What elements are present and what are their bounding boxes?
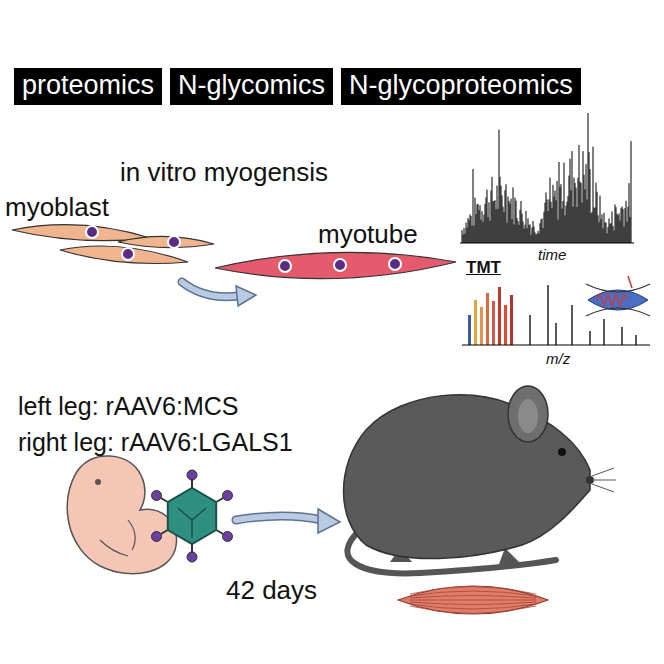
- process-label: in vitro myogensis: [120, 158, 328, 188]
- cell-label: myotube: [318, 220, 418, 250]
- aav-capsid: [151, 470, 232, 562]
- embryo: [67, 456, 176, 574]
- spectrum-axis: [462, 345, 650, 346]
- myoblast-cells: [12, 225, 214, 264]
- method-label: N-glycoproteomics: [349, 70, 573, 100]
- orbitrap-symbol: [586, 276, 650, 316]
- treatment-label: left leg: rAAV6:MCS: [18, 392, 238, 421]
- muscle: [398, 586, 548, 614]
- method-label-box: N-glycoproteomics: [341, 68, 581, 105]
- method-tag: TMT: [466, 258, 501, 278]
- differentiation-arrow: [182, 282, 256, 306]
- axis-label: m/z: [546, 350, 570, 367]
- axis-label: time: [538, 246, 566, 263]
- method-label: N-glycomics: [178, 70, 325, 100]
- chromatogram-axis: [460, 243, 634, 244]
- cell-label: myoblast: [5, 193, 109, 223]
- myotube-cell: [215, 252, 456, 278]
- duration-label: 42 days: [226, 576, 317, 606]
- mouse: [344, 386, 617, 573]
- injection-arrow: [236, 509, 340, 533]
- method-label-box: proteomics: [14, 68, 162, 105]
- treatment-label: right leg: rAAV6:LGALS1: [18, 428, 293, 457]
- method-label: proteomics: [22, 70, 154, 100]
- chromatogram: [462, 113, 631, 243]
- method-label-box: N-glycomics: [170, 68, 333, 105]
